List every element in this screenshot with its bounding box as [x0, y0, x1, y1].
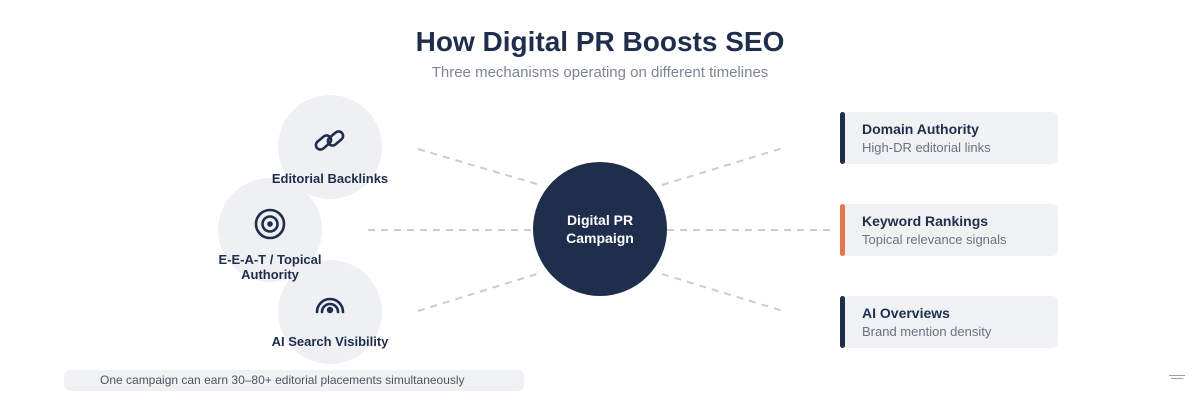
outcome-card-domain-authority: Domain Authority High-DR editorial links — [840, 112, 1058, 164]
watermark-logo — [1169, 375, 1185, 379]
outcome-title: AI Overviews — [862, 305, 950, 321]
connector-domain-authority — [661, 147, 784, 186]
bubble-editorial-backlinks — [278, 95, 382, 199]
outcome-card-keyword-rankings: Keyword Rankings Topical relevance signa… — [840, 204, 1058, 256]
outcome-title: Domain Authority — [862, 121, 979, 137]
outcome-subtitle: Topical relevance signals — [862, 232, 1007, 247]
mechanism-label-ai-search: AI Search Visibility — [271, 334, 389, 349]
target-icon — [254, 208, 286, 240]
outcome-card-ai-overviews: AI Overviews Brand mention density — [840, 296, 1058, 348]
hub-label: Digital PR Campaign — [566, 212, 634, 246]
page-title: How Digital PR Boosts SEO — [415, 26, 785, 57]
mechanism-label-editorial-backlinks: Editorial Backlinks — [271, 171, 389, 186]
link-icon — [314, 130, 345, 151]
accent-bar — [840, 112, 845, 164]
accent-bar — [840, 296, 845, 348]
outcome-subtitle: High-DR editorial links — [862, 140, 991, 155]
connector-ai-search — [417, 272, 541, 312]
accent-bar — [840, 204, 845, 256]
footer-note-text: One campaign can earn 30–80+ editorial p… — [100, 373, 465, 387]
mechanism-label-eeat: E-E-A-T / Topical Authority — [218, 252, 322, 282]
bubble-eeat — [218, 178, 322, 282]
signal-icon — [315, 297, 345, 314]
footer-note: One campaign can earn 30–80+ editorial p… — [64, 370, 524, 391]
outcome-title: Keyword Rankings — [862, 213, 989, 229]
connector-backlinks — [417, 148, 541, 186]
outcome-subtitle: Brand mention density — [862, 324, 992, 339]
hub-circle: Digital PR Campaign — [533, 162, 667, 296]
connector-ai-overviews — [661, 273, 784, 312]
page-subtitle: Three mechanisms operating on different … — [431, 64, 769, 81]
